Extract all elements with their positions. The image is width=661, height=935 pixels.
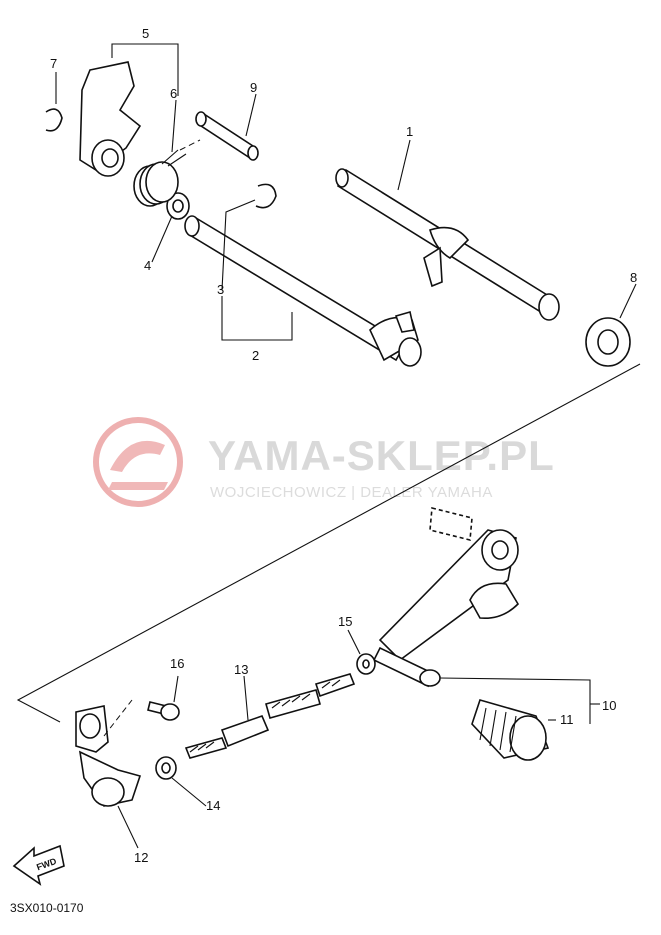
callout-9: 9 (250, 80, 257, 95)
callout-7: 7 (50, 56, 57, 71)
callout-5: 5 (142, 26, 149, 41)
watermark-subtitle: WOJCIECHOWICZ | DEALER YAMAHA (210, 484, 493, 501)
callout-13: 13 (234, 662, 248, 677)
callout-15: 15 (338, 614, 352, 629)
callout-6: 6 (170, 86, 177, 101)
part-10-shift-pedal (372, 506, 600, 724)
callout-14: 14 (206, 798, 220, 813)
part-12-shift-arm (75, 699, 142, 849)
part-2-shift-shaft-assy (184, 215, 422, 367)
callout-bracket-5 (111, 43, 179, 96)
callout-leader-6 (171, 99, 177, 153)
callout-16: 16 (170, 656, 184, 671)
callout-2: 2 (252, 348, 259, 363)
group-boundary-line (16, 363, 641, 723)
part-3-circlip (221, 183, 277, 291)
part-4-washer (151, 192, 190, 263)
part-11-pedal-rubber (471, 699, 556, 761)
callout-8: 8 (630, 270, 637, 285)
callout-labels: 1 2 3 4 5 6 7 8 9 10 11 12 13 14 15 16 (50, 26, 637, 865)
part-14-nut (155, 756, 207, 807)
callout-12: 12 (134, 850, 148, 865)
part-6-spring (133, 149, 187, 207)
part-15-washer (347, 629, 376, 675)
watermark-logo-icon (93, 417, 183, 507)
callout-11: 11 (560, 712, 574, 727)
part-16-bolt (147, 675, 180, 721)
diagram-code: 3SX010-0170 (10, 901, 84, 915)
callout-4: 4 (144, 258, 151, 273)
part-8-oil-seal (585, 283, 637, 367)
callout-bracket-2 (221, 296, 293, 341)
callout-3: 3 (217, 282, 224, 297)
part-9-pin (179, 93, 259, 161)
watermark-title: YAMA-SKLEP.PL (208, 432, 555, 479)
part-7-circlip (45, 72, 63, 132)
part-1-shift-shaft (335, 139, 560, 321)
callout-10: 10 (602, 698, 616, 713)
fwd-arrow-icon: FWD (12, 844, 65, 886)
part-13-shift-rod (184, 673, 356, 759)
part-5-shift-arm (79, 61, 142, 177)
watermark: YAMA-SKLEP.PL WOJCIECHOWICZ | DEALER YAM… (93, 417, 555, 507)
callout-1: 1 (406, 124, 413, 139)
